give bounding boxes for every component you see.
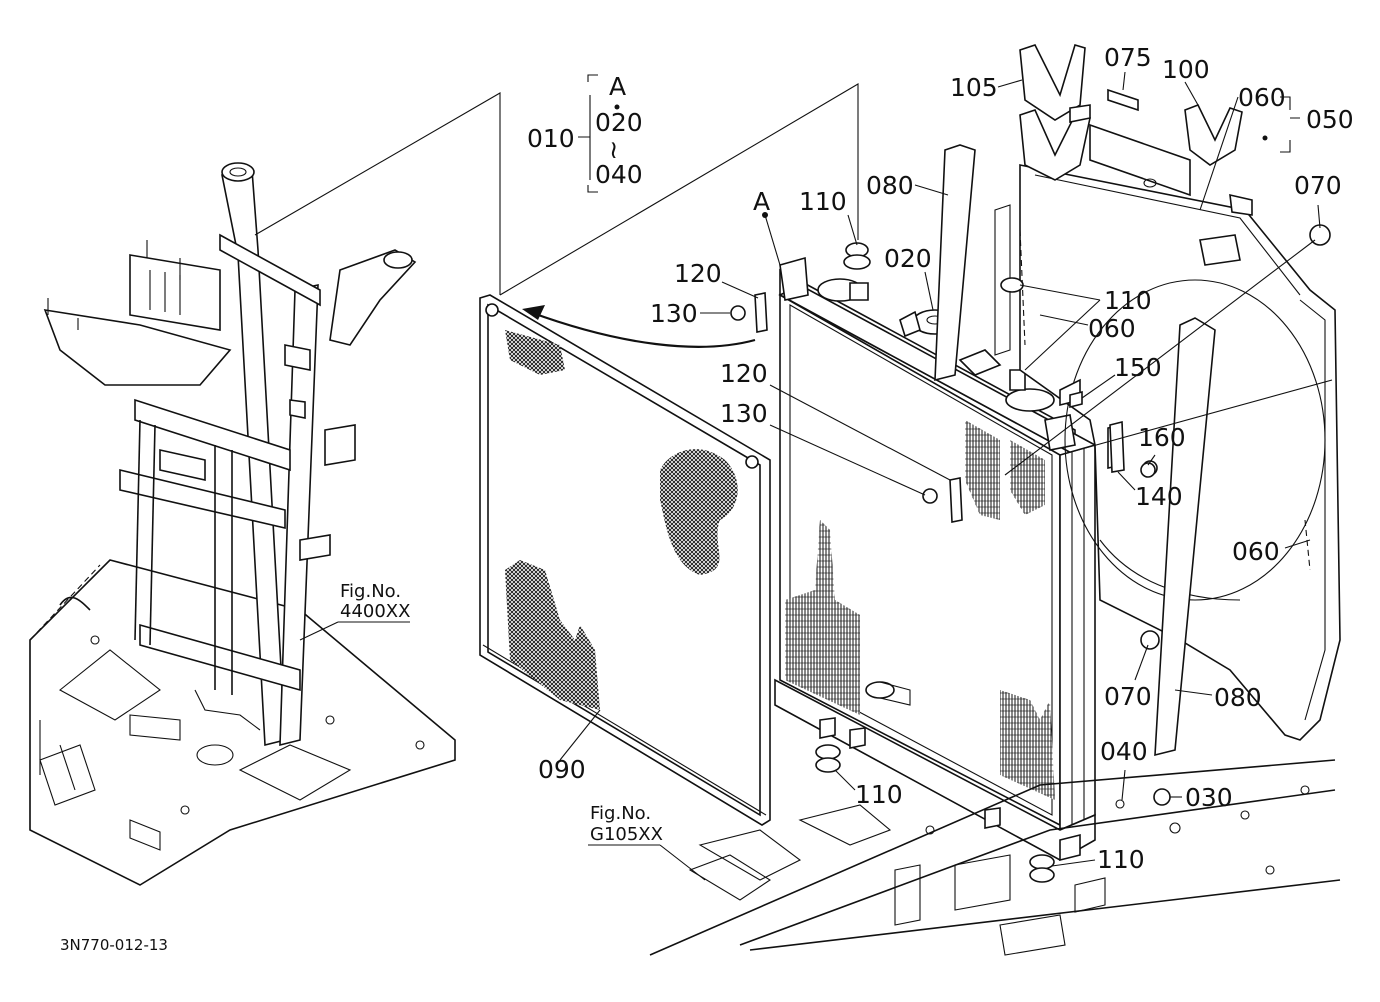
fig-ref-bottom-number: G105XX (590, 824, 663, 845)
brackets-and-bolts (730, 242, 1171, 883)
direction-arrow (522, 305, 756, 348)
drawing-id: 3N770-012-13 (60, 936, 168, 954)
callout-075: 075 (1104, 43, 1152, 72)
callout-120-mid: 120 (720, 359, 768, 388)
callout-090: 090 (538, 755, 586, 784)
callout-tilde: ≀ (609, 135, 618, 164)
callout-070-top: 070 (1294, 171, 1342, 200)
dust-screen-090 (479, 294, 771, 826)
figure-references: Fig.No. 4400XX Fig.No. G105XX (340, 581, 663, 845)
callout-120-top: 120 (674, 259, 722, 288)
callout-020-top: 020 (595, 108, 643, 137)
callout-110-low2: 110 (1097, 845, 1145, 874)
fig-ref-bottom-title: Fig.No. (590, 803, 651, 824)
projection-lines (254, 83, 859, 296)
callout-a-mark: A (753, 187, 770, 216)
callout-070-low: 070 (1104, 682, 1152, 711)
fig-ref-left-title: Fig.No. (340, 581, 401, 602)
seal-strips-080 (934, 144, 1216, 757)
callout-080-top: 080 (866, 171, 914, 200)
callout-130-top: 130 (650, 299, 698, 328)
chassis-g105xx (649, 759, 1341, 956)
callout-010: 010 (527, 124, 575, 153)
callout-110-mid: 110 (1104, 286, 1152, 315)
callout-060-mid: 060 (1088, 314, 1136, 343)
callout-100: 100 (1162, 55, 1210, 84)
top-clips (1019, 44, 1243, 181)
callout-030: 030 (1185, 783, 1233, 812)
frame-assembly-4400xx (29, 162, 456, 886)
callout-140: 140 (1135, 482, 1183, 511)
callout-a-top: A (609, 72, 626, 101)
callout-060-low: 060 (1232, 537, 1280, 566)
callout-060-top: 060 (1238, 83, 1286, 112)
leader-lines (299, 71, 1333, 881)
fig-ref-left-number: 4400XX (340, 601, 410, 622)
callout-150: 150 (1114, 353, 1162, 382)
callout-020-mid: 020 (884, 244, 932, 273)
callout-040-low: 040 (1100, 737, 1148, 766)
callout-080-low: 080 (1214, 683, 1262, 712)
callout-130-mid: 130 (720, 399, 768, 428)
callout-105: 105 (950, 73, 998, 102)
callout-040-top: 040 (595, 160, 643, 189)
callout-110-low1: 110 (855, 780, 903, 809)
callout-110-top: 110 (799, 187, 847, 216)
callout-labels: 010 A 020 ≀ 040 105 075 100 060 050 070 … (527, 43, 1354, 874)
callout-050: 050 (1306, 105, 1354, 134)
callout-160: 160 (1138, 423, 1186, 452)
